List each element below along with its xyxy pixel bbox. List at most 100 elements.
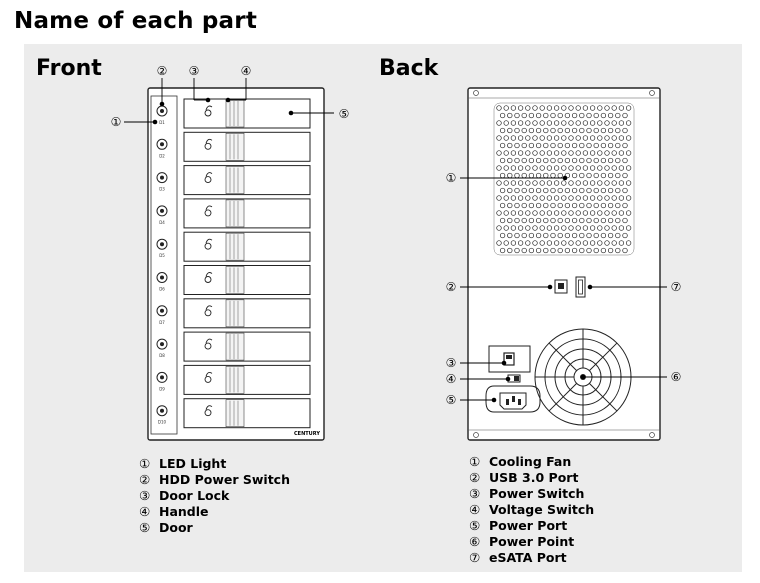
led-light-icon [160,242,164,247]
bay-label: D4 [159,220,165,225]
front-callout-1: ① [111,115,122,129]
back-callout-1: ① [446,171,457,185]
led-light-icon [160,308,164,313]
back-callout-5: ⑤ [446,393,457,407]
door-lock-icon [204,375,212,383]
brand-label: CENTURY [294,431,320,437]
door-lock-icon [204,276,212,283]
bay-label: D6 [159,287,165,292]
drive-bay: D7 [156,298,311,329]
drive-bay: D3 [156,165,311,196]
back-callout-7: ⑦ [671,280,682,294]
led-light-icon [160,375,164,380]
front-callout-3: ③ [189,64,200,78]
back-callout-dots [491,175,593,403]
back-callout-6: ⑥ [671,370,682,384]
back-title: Back [379,56,439,81]
power-port [485,385,541,413]
drive-bay: D1 [156,98,311,129]
handle-icon [225,199,245,228]
drive-bay: D2 [156,131,311,162]
corner-screws [473,90,655,438]
bay-door [183,298,311,329]
bay-label: D3 [159,187,165,192]
esata-port [575,276,586,298]
front-title: Front [36,56,102,81]
bay-door [183,165,311,196]
back-view [467,87,661,441]
front-callout-5: ⑤ [339,107,350,121]
door-lock-icon [204,342,212,350]
drive-bay: D8 [156,331,311,362]
drive-bay: D9 [156,364,311,395]
front-callout-2: ② [157,64,168,78]
back-callout-3: ③ [446,356,457,370]
back-callout-lines [460,177,667,401]
bay-label: D8 [159,353,165,358]
door-lock-icon [204,242,212,250]
bay-door [183,198,311,229]
handle-icon [225,166,245,194]
usb-port [554,279,568,294]
handle-icon [225,232,245,261]
handle-icon [225,366,245,394]
front-callout-4: ④ [241,64,252,78]
door-lock-icon [204,142,212,150]
bay-door [183,364,311,395]
door-lock-icon [204,309,212,317]
drive-bay: D10 [156,398,311,429]
door-lock-icon [204,176,212,184]
led-light-icon [160,342,164,347]
drive-bay: D6 [156,265,311,295]
handle-icon [225,399,245,428]
power-switch [488,345,531,373]
led-light-icon [160,109,164,113]
door-lock-icon [204,409,212,417]
led-light-icon [160,142,164,147]
bay-label: D7 [159,320,165,325]
back-callout-4: ④ [446,372,457,386]
bay-label: D5 [159,253,165,258]
bay-door [183,331,311,362]
bay-door [183,265,311,295]
page-title: Name of each part [14,8,258,34]
handle-icon [225,99,245,128]
handle-icon [225,299,245,328]
door-lock-icon [204,109,212,117]
handle-icon [225,266,245,294]
led-light-icon [160,208,164,213]
bay-label: D2 [159,153,165,158]
door-lock-icon [204,209,212,217]
bay-label: D1 [159,120,165,125]
bay-door [183,131,311,162]
handle-icon [225,332,245,361]
back-callout-2: ② [446,280,457,294]
led-light-icon [160,408,164,413]
handle-icon [225,133,245,161]
bay-label: D9 [159,386,165,391]
led-light-icon [160,175,164,180]
bay-label: D10 [158,420,167,425]
bay-door [183,231,311,262]
front-callout-dots [152,97,294,125]
bay-door [183,398,311,429]
drive-bay: D4 [156,198,311,229]
led-light-icon [160,275,164,280]
